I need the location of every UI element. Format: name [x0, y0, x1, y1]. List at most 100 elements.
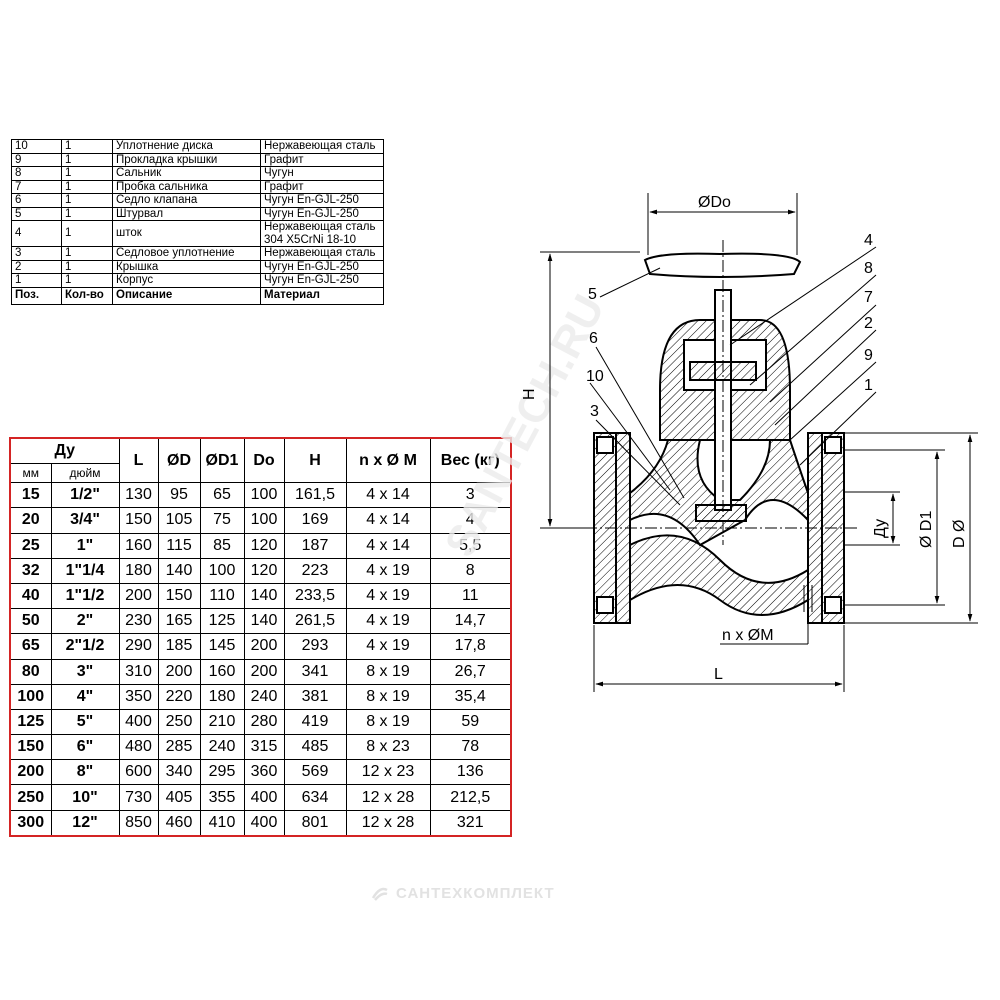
dims-cell-in: 12"	[50, 809, 120, 837]
parts-cell-mat: Чугун En-GJL-250	[260, 193, 384, 208]
dims-cell-in: 2"	[50, 608, 120, 635]
dims-cell-D: 140	[157, 557, 201, 584]
callout-9: 10	[586, 368, 604, 385]
dims-cell-w: 321	[429, 809, 512, 837]
header-h: H	[283, 437, 347, 484]
dims-cell-w: 14,7	[429, 608, 512, 635]
header-unit-mm: мм	[9, 463, 52, 484]
dims-cell-w: 35,4	[429, 683, 512, 710]
dims-cell-nxM: 4 x 14	[345, 482, 431, 509]
dims-cell-D: 185	[157, 633, 201, 660]
dim-nxm: n x ØM	[720, 585, 813, 645]
dims-cell-H: 485	[283, 734, 347, 761]
dims-cell-L: 480	[118, 734, 159, 761]
dims-cell-in: 4"	[50, 683, 120, 710]
dims-cell-L: 160	[118, 532, 159, 559]
dims-cell-D1: 85	[199, 532, 245, 559]
dims-cell-in: 1"1/2	[50, 582, 120, 610]
parts-cell-desc: шток	[112, 220, 261, 247]
dims-cell-w: 78	[429, 734, 512, 761]
dims-cell-w: 4	[429, 507, 512, 534]
dims-cell-D1: 110	[199, 582, 245, 610]
dims-cell-H: 223	[283, 557, 347, 584]
parts-cell-qty: 1	[61, 246, 113, 261]
callout-6: 1	[864, 377, 873, 394]
dims-cell-mm: 200	[9, 759, 52, 786]
dims-cell-H: 381	[283, 683, 347, 710]
dims-cell-w: 136	[429, 759, 512, 786]
dims-cell-D: 250	[157, 708, 201, 736]
dims-cell-mm: 300	[9, 809, 52, 837]
dims-cell-Do: 100	[243, 507, 285, 534]
dims-cell-nxM: 8 x 19	[345, 658, 431, 685]
dims-cell-mm: 250	[9, 784, 52, 811]
dims-cell-nxM: 4 x 14	[345, 532, 431, 559]
dims-cell-mm: 20	[9, 507, 52, 534]
dim-do: ØDo	[647, 193, 798, 255]
dims-cell-mm: 40	[9, 582, 52, 610]
parts-cell-mat: Графит	[260, 179, 384, 194]
dims-cell-in: 3/4"	[50, 507, 120, 534]
header-do: Do	[243, 437, 285, 484]
dims-cell-D: 405	[157, 784, 201, 811]
dim-l-label: L	[714, 666, 723, 683]
dims-cell-L: 730	[118, 784, 159, 811]
dims-cell-D1: 210	[199, 708, 245, 736]
dims-cell-L: 150	[118, 507, 159, 534]
callout-5: 9	[864, 347, 873, 364]
dims-cell-mm: 150	[9, 734, 52, 761]
parts-cell-desc: Седловое уплотнение	[112, 246, 261, 261]
dims-cell-Do: 315	[243, 734, 285, 761]
dims-cell-in: 6"	[50, 734, 120, 761]
dims-cell-L: 400	[118, 708, 159, 736]
dims-cell-in: 1"1/4	[50, 557, 120, 584]
parts-cell-mat: Нержавеющая сталь 304 X5CrNi 18-10	[260, 220, 384, 247]
dims-cell-nxM: 4 x 19	[345, 633, 431, 660]
dim-nxm-label: n x ØM	[722, 627, 774, 644]
parts-cell-pos: 3	[11, 246, 62, 261]
dims-cell-L: 180	[118, 557, 159, 584]
parts-header-qty: Кол-во	[61, 286, 113, 305]
dims-cell-nxM: 12 x 28	[345, 784, 431, 811]
callout-7: 5	[588, 286, 597, 303]
dims-cell-D1: 125	[199, 608, 245, 635]
dims-cell-in: 8"	[50, 759, 120, 786]
dims-cell-L: 290	[118, 633, 159, 660]
dims-cell-H: 634	[283, 784, 347, 811]
dims-cell-nxM: 4 x 19	[345, 557, 431, 584]
dim-d: D Ø	[845, 432, 978, 624]
dims-cell-nxM: 8 x 19	[345, 708, 431, 736]
dims-cell-L: 200	[118, 582, 159, 610]
dims-cell-D1: 100	[199, 557, 245, 584]
callout-10: 3	[590, 403, 599, 420]
dims-cell-in: 10"	[50, 784, 120, 811]
dim-d1-label: Ø D1	[918, 511, 935, 548]
dims-cell-mm: 50	[9, 608, 52, 635]
dims-cell-nxM: 4 x 19	[345, 582, 431, 610]
dims-cell-H: 169	[283, 507, 347, 534]
dims-cell-w: 26,7	[429, 658, 512, 685]
dims-cell-nxM: 4 x 19	[345, 608, 431, 635]
header-d1: ØD1	[199, 437, 245, 484]
header-l: L	[118, 437, 159, 484]
dim-h-label: H	[521, 388, 538, 400]
dims-cell-w: 11	[429, 582, 512, 610]
dims-cell-D: 285	[157, 734, 201, 761]
dims-cell-w: 212,5	[429, 784, 512, 811]
dims-cell-H: 341	[283, 658, 347, 685]
dim-do-label: ØDo	[698, 194, 731, 211]
dims-cell-Do: 280	[243, 708, 285, 736]
dims-cell-in: 5"	[50, 708, 120, 736]
